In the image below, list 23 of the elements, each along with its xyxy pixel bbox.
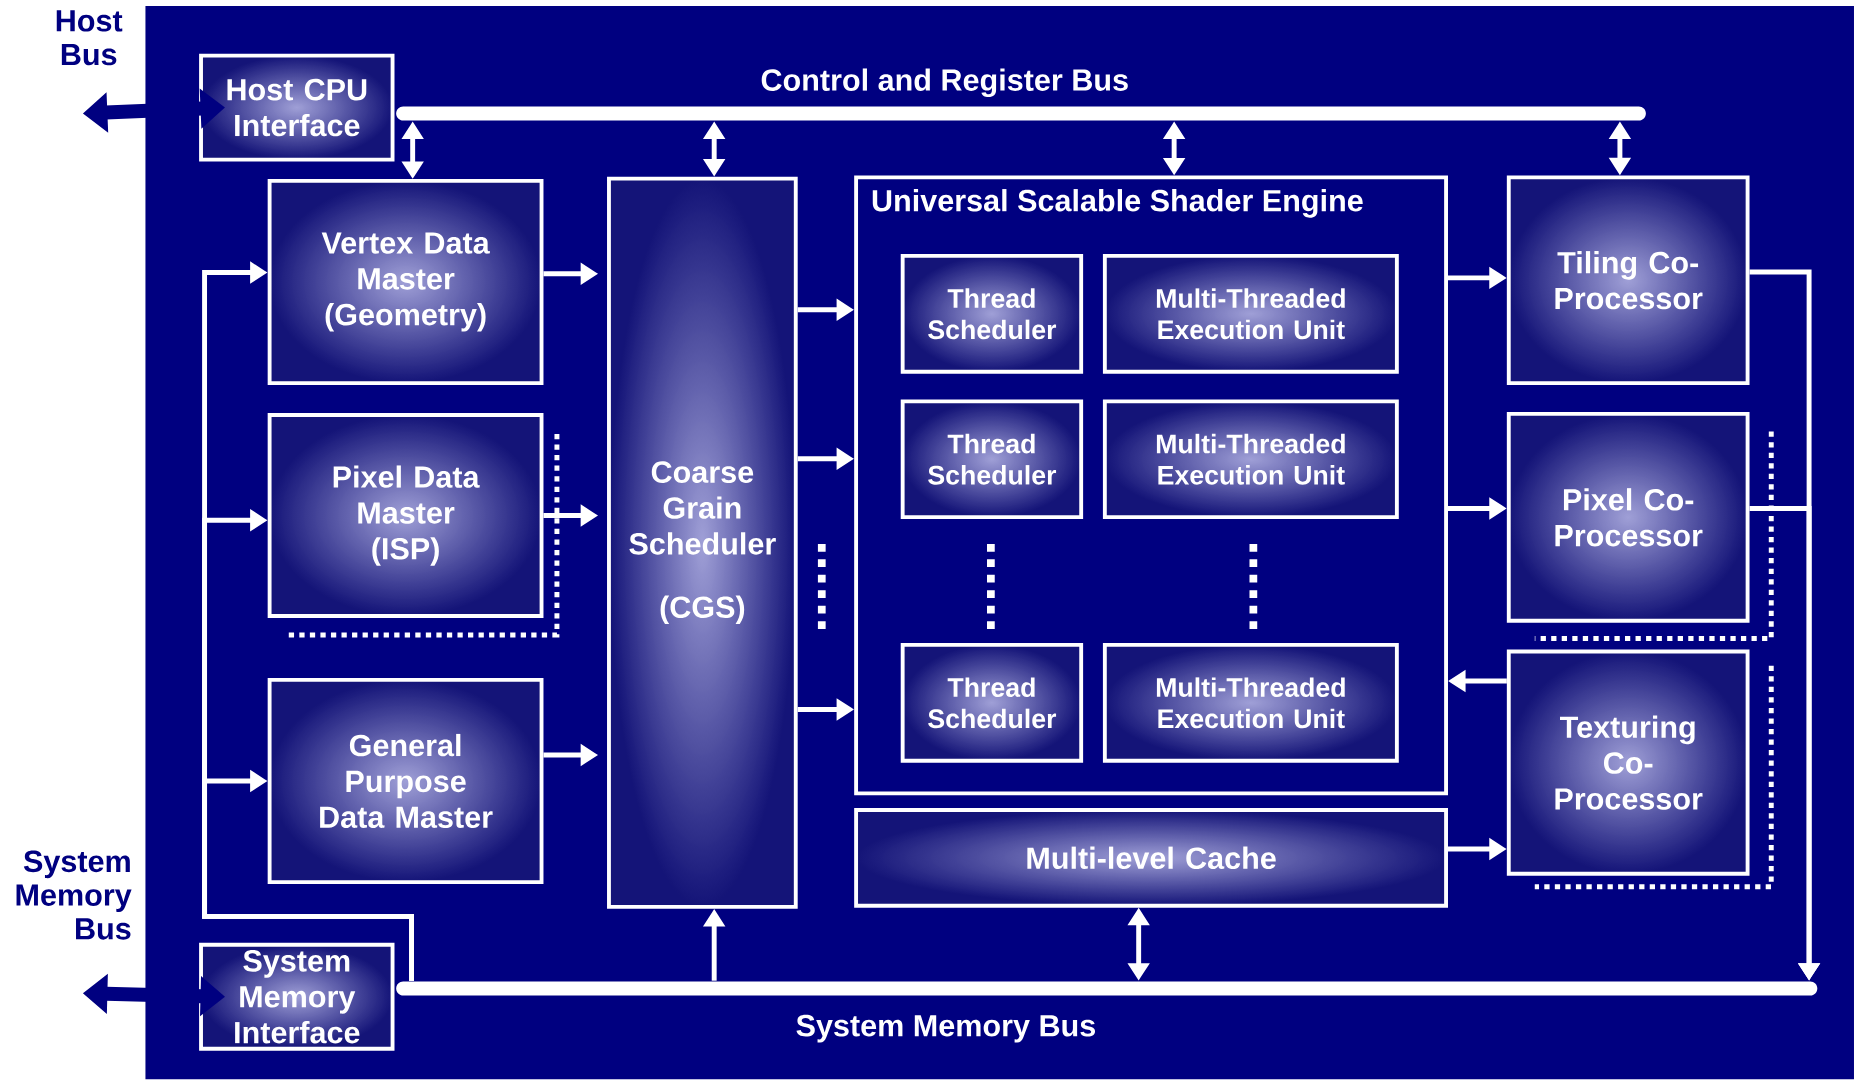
unit-box: System Memory Interface — [199, 943, 395, 1051]
unit-box: Host CPU Interface — [199, 53, 395, 162]
unit-box: Pixel Co-Processor — [1506, 412, 1750, 623]
node-label: Control and Register Bus — [761, 68, 1128, 98]
bus-bar: Control and Register Bus — [396, 68, 1646, 121]
unit-box: Vertex Data Master (Geometry) — [267, 179, 544, 386]
unit-box: Thread Scheduler — [900, 399, 1084, 520]
unit-box: Tiling Co-Processor — [1506, 175, 1750, 386]
unit-box: Multi-level Cache — [854, 808, 1448, 908]
unit-box: Multi-Threaded Execution Unit — [1102, 254, 1399, 374]
unit-box: General Purpose Data Master — [267, 678, 544, 885]
unit-box: Pixel Data Master (ISP) — [267, 413, 544, 619]
arrow — [202, 770, 414, 981]
unit-box: Thread Scheduler — [900, 643, 1084, 763]
bus-bar: System Memory Bus — [396, 981, 1818, 1043]
unit-box: Multi-Threaded Execution Unit — [1102, 399, 1399, 520]
unit-box: Coarse Grain Scheduler (CGS) — [607, 176, 798, 910]
bus-label: System Memory Bus — [16, 850, 132, 940]
unit-box: Thread Scheduler — [900, 254, 1084, 374]
bus-label: Host Bus — [56, 10, 123, 66]
unit-box: Multi-Threaded Execution Unit — [1102, 643, 1399, 763]
node-label: System Memory Bus — [796, 1015, 1096, 1043]
unit-box: Texturing Co-Processor — [1506, 649, 1750, 876]
